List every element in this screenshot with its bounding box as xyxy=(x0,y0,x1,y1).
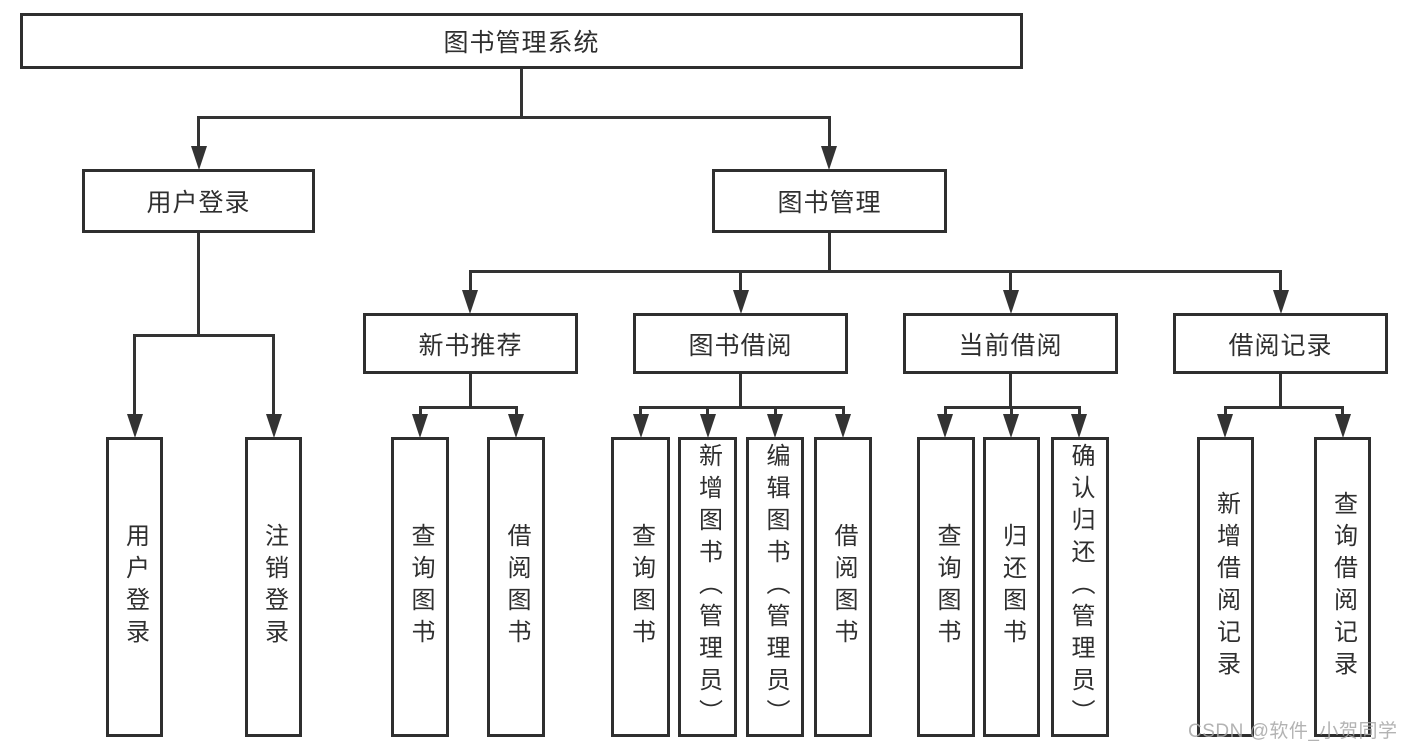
arrow-down-icon xyxy=(126,414,143,438)
leaf-edit-books-admin: 编辑图书（管理员） xyxy=(746,437,804,737)
connector-hline xyxy=(468,269,1282,273)
leaf-borrow-books-label: 借阅图书 xyxy=(830,523,857,651)
arrow-down-icon xyxy=(462,290,478,314)
leaf-add-books-admin: 新增图书（管理员） xyxy=(678,437,737,737)
leaf-query-books-current-label: 查询图书 xyxy=(933,523,960,651)
connector-vline xyxy=(739,374,742,409)
connector-vline xyxy=(514,406,518,415)
connector-vline xyxy=(468,374,472,409)
arrow-down-icon xyxy=(1272,290,1289,314)
node-book-management: 图书管理 xyxy=(712,169,947,233)
connector-vline xyxy=(827,115,831,149)
node-root: 图书管理系统 xyxy=(20,13,1023,69)
connector-vline xyxy=(943,406,947,415)
node-new-book-recommend-label: 新书推荐 xyxy=(418,331,523,360)
arrow-down-icon xyxy=(412,414,428,438)
leaf-query-books-recommend-label: 查询图书 xyxy=(407,523,434,651)
leaf-confirm-return-admin: 确认归还（管理员） xyxy=(1051,437,1109,737)
arrow-down-icon xyxy=(1002,290,1019,314)
leaf-query-books-borrow-label: 查询图书 xyxy=(627,523,655,651)
node-user-login-label: 用户登录 xyxy=(146,189,251,217)
arrow-down-icon xyxy=(835,414,851,438)
connector-vline xyxy=(773,406,777,415)
leaf-query-books-recommend: 查询图书 xyxy=(391,437,449,737)
connector-vline xyxy=(1009,374,1012,409)
leaf-return-books: 归还图书 xyxy=(983,437,1040,737)
connector-vline xyxy=(1009,269,1012,292)
leaf-add-borrow-record-label: 新增借阅记录 xyxy=(1212,491,1240,683)
node-borrow-record-label: 借阅记录 xyxy=(1228,331,1333,360)
connector-vline xyxy=(1223,406,1227,415)
connector-vline xyxy=(1279,374,1282,409)
arrow-down-icon xyxy=(699,414,716,438)
arrow-down-icon xyxy=(1071,414,1087,438)
connector-vline xyxy=(739,269,742,292)
leaf-logout-label: 注销登录 xyxy=(260,523,288,651)
leaf-add-books-admin-label: 新增图书（管理员） xyxy=(694,443,722,731)
node-current-borrow: 当前借阅 xyxy=(903,313,1118,374)
leaf-query-books-current: 查询图书 xyxy=(917,437,975,737)
leaf-query-books-borrow: 查询图书 xyxy=(611,437,670,737)
arrow-down-icon xyxy=(632,414,649,438)
arrow-down-icon xyxy=(732,290,749,314)
node-borrow-record: 借阅记录 xyxy=(1173,313,1388,374)
connector-vline xyxy=(468,269,472,292)
csdn-watermark: CSDN @软件_小贺同学 xyxy=(1188,721,1398,742)
connector-vline xyxy=(1341,406,1344,415)
leaf-confirm-return-admin-label: 确认归还（管理员） xyxy=(1067,443,1094,731)
leaf-user-login-label: 用户登录 xyxy=(121,523,149,651)
arrow-down-icon xyxy=(1334,414,1351,438)
arrow-down-icon xyxy=(1217,414,1233,438)
connector-hline xyxy=(943,406,1081,409)
arrow-down-icon xyxy=(190,146,207,170)
node-book-borrow: 图书借阅 xyxy=(633,313,848,374)
connector-hline xyxy=(197,115,831,119)
leaf-logout: 注销登录 xyxy=(245,437,302,737)
arrow-down-icon xyxy=(821,146,837,170)
leaf-return-books-label: 归还图书 xyxy=(998,523,1026,651)
node-book-borrow-label: 图书借阅 xyxy=(688,331,793,360)
connector-hline xyxy=(418,406,518,409)
connector-vline xyxy=(639,406,642,415)
leaf-user-login: 用户登录 xyxy=(106,437,163,737)
leaf-query-borrow-record: 查询借阅记录 xyxy=(1314,437,1371,737)
arrow-down-icon xyxy=(937,414,953,438)
node-book-management-label: 图书管理 xyxy=(777,189,882,217)
connector-vline xyxy=(827,233,831,273)
connector-vline xyxy=(197,115,200,149)
leaf-add-borrow-record: 新增借阅记录 xyxy=(1197,437,1254,737)
connector-hline xyxy=(1223,406,1344,409)
node-user-login: 用户登录 xyxy=(82,169,315,233)
arrow-down-icon xyxy=(767,414,783,438)
connector-vline xyxy=(197,233,200,337)
leaf-borrow-books: 借阅图书 xyxy=(814,437,872,737)
connector-vline xyxy=(133,333,136,415)
connector-hline xyxy=(639,406,845,409)
connector-hline xyxy=(133,333,275,337)
leaf-borrow-books-recommend: 借阅图书 xyxy=(487,437,545,737)
connector-vline xyxy=(1077,406,1081,415)
connector-vline xyxy=(841,406,845,415)
node-root-label: 图书管理系统 xyxy=(443,29,600,57)
connector-vline xyxy=(418,406,422,415)
connector-vline xyxy=(706,406,709,415)
leaf-borrow-books-recommend-label: 借阅图书 xyxy=(503,523,530,651)
connector-vline xyxy=(1009,406,1013,415)
arrow-down-icon xyxy=(508,414,524,438)
node-current-borrow-label: 当前借阅 xyxy=(958,331,1063,360)
connector-vline xyxy=(1279,269,1282,292)
leaf-query-borrow-record-label: 查询借阅记录 xyxy=(1329,491,1357,683)
connector-vline xyxy=(520,67,523,118)
arrow-down-icon xyxy=(1003,414,1019,438)
leaf-edit-books-admin-label: 编辑图书（管理员） xyxy=(762,443,789,731)
node-new-book-recommend: 新书推荐 xyxy=(363,313,578,374)
connector-vline xyxy=(272,333,275,415)
arrow-down-icon xyxy=(265,414,282,438)
